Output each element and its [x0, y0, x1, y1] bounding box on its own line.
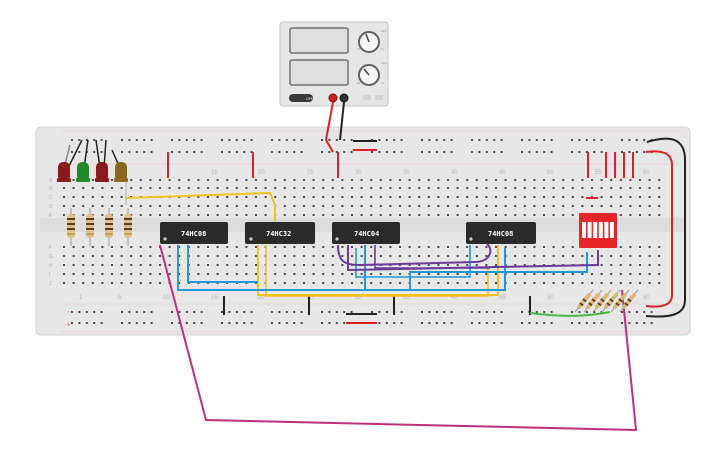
- resistor: [67, 208, 75, 246]
- resistor: [574, 289, 594, 313]
- chip-74hc08-2[interactable]: 74HC08: [466, 222, 536, 244]
- svg-text:55: 55: [595, 295, 602, 301]
- psu-leads[interactable]: [324, 101, 345, 153]
- dip-lever: [598, 222, 603, 238]
- dip-lever: [587, 222, 592, 238]
- svg-text:15: 15: [211, 170, 218, 176]
- chip-74hc08-1[interactable]: 74HC08: [160, 222, 228, 244]
- svg-text:F: F: [49, 245, 52, 251]
- led-group[interactable]: [57, 139, 128, 205]
- voltage-display-1: [289, 27, 349, 54]
- resistor: [124, 208, 132, 246]
- psu-label: 5V: [381, 81, 385, 85]
- svg-text:50: 50: [547, 295, 554, 301]
- terminal-negative[interactable]: [339, 93, 349, 103]
- row-letters: A B C D E F G H I J - +: [49, 178, 71, 329]
- resistor: [105, 208, 113, 246]
- rail-jumpers[interactable]: [167, 140, 634, 324]
- svg-text:45: 45: [499, 295, 506, 301]
- voltage-display-2: [289, 59, 349, 86]
- led-base: [76, 178, 90, 182]
- power-rail-wires[interactable]: [645, 137, 686, 318]
- yellow-wires[interactable]: [125, 191, 499, 297]
- svg-text:C: C: [49, 195, 53, 201]
- svg-text:B: B: [49, 186, 53, 192]
- svg-text:H: H: [49, 263, 53, 269]
- svg-text:G: G: [49, 254, 53, 260]
- chip-label: 74HC04: [354, 230, 379, 238]
- svg-text:30: 30: [355, 170, 362, 176]
- dip-lever: [582, 222, 586, 238]
- svg-text:50: 50: [547, 170, 554, 176]
- led-bulb: [96, 162, 108, 181]
- purple-wires[interactable]: [337, 243, 599, 272]
- rail-minus-label: -: [67, 307, 70, 316]
- rail-plus-label: +: [66, 320, 71, 329]
- psu-label: 5V: [381, 47, 385, 51]
- svg-text:1: 1: [79, 295, 83, 301]
- svg-text:40: 40: [451, 170, 458, 176]
- svg-text:60: 60: [643, 170, 650, 176]
- resistor: [619, 289, 639, 313]
- chip-74hc32[interactable]: 74HC32: [245, 222, 315, 244]
- chip-label: 74HC08: [181, 230, 206, 238]
- led-base: [95, 178, 109, 182]
- svg-text:10: 10: [163, 295, 170, 301]
- resistor: [610, 289, 630, 313]
- led-bulb: [58, 162, 70, 181]
- psu-label: 20V: [381, 29, 386, 33]
- svg-text:I: I: [49, 272, 50, 278]
- resistors-right[interactable]: [529, 289, 639, 317]
- resistor: [601, 289, 621, 313]
- svg-text:20: 20: [258, 170, 265, 176]
- resistor: [583, 289, 603, 313]
- svg-text:20: 20: [258, 295, 265, 301]
- chip-label: 74HC08: [488, 230, 513, 238]
- svg-text:15: 15: [211, 295, 218, 301]
- led-base: [57, 178, 71, 182]
- svg-text:A: A: [49, 178, 53, 184]
- svg-text:30: 30: [355, 295, 362, 301]
- svg-text:45: 45: [499, 170, 506, 176]
- svg-text:35: 35: [403, 170, 410, 176]
- svg-text:40: 40: [451, 295, 458, 301]
- chip-74hc04[interactable]: 74HC04: [332, 222, 400, 244]
- svg-text:25: 25: [307, 295, 314, 301]
- svg-text:D: D: [49, 204, 53, 210]
- dip-lever: [604, 222, 609, 238]
- dip-switch[interactable]: [579, 213, 617, 248]
- power-button-label: OFF: [306, 97, 313, 101]
- breadboard-holes[interactable]: [63, 139, 661, 324]
- power-supply[interactable]: 20V 0V 5V -20V 0V 5V OFF: [279, 21, 389, 107]
- resistor: [592, 289, 612, 313]
- svg-text:35: 35: [403, 295, 410, 301]
- svg-text:E: E: [49, 213, 53, 219]
- resistor: [86, 208, 94, 246]
- dip-lever: [610, 222, 614, 238]
- power-button[interactable]: [289, 94, 313, 102]
- magenta-wire[interactable]: [159, 244, 638, 432]
- terminal-positive[interactable]: [328, 93, 338, 103]
- svg-text:J: J: [49, 281, 52, 287]
- resistors-left[interactable]: [67, 208, 132, 246]
- svg-text:60: 60: [643, 295, 650, 301]
- led-bulb: [77, 162, 89, 181]
- column-numbers: 15 20 25 30 35 40 45 50 55 60 1 5 10 15 …: [79, 170, 650, 301]
- led-bulb: [115, 162, 127, 181]
- svg-text:55: 55: [595, 170, 602, 176]
- blue-wires[interactable]: [177, 245, 588, 291]
- chip-label: 74HC32: [266, 230, 291, 238]
- psu-label: 0V: [357, 81, 361, 85]
- led-base: [114, 178, 128, 182]
- psu-label: 0V: [357, 47, 361, 51]
- svg-text:5: 5: [118, 295, 122, 301]
- psu-label: -20V: [381, 61, 387, 65]
- dip-lever: [593, 222, 598, 238]
- svg-text:25: 25: [307, 170, 314, 176]
